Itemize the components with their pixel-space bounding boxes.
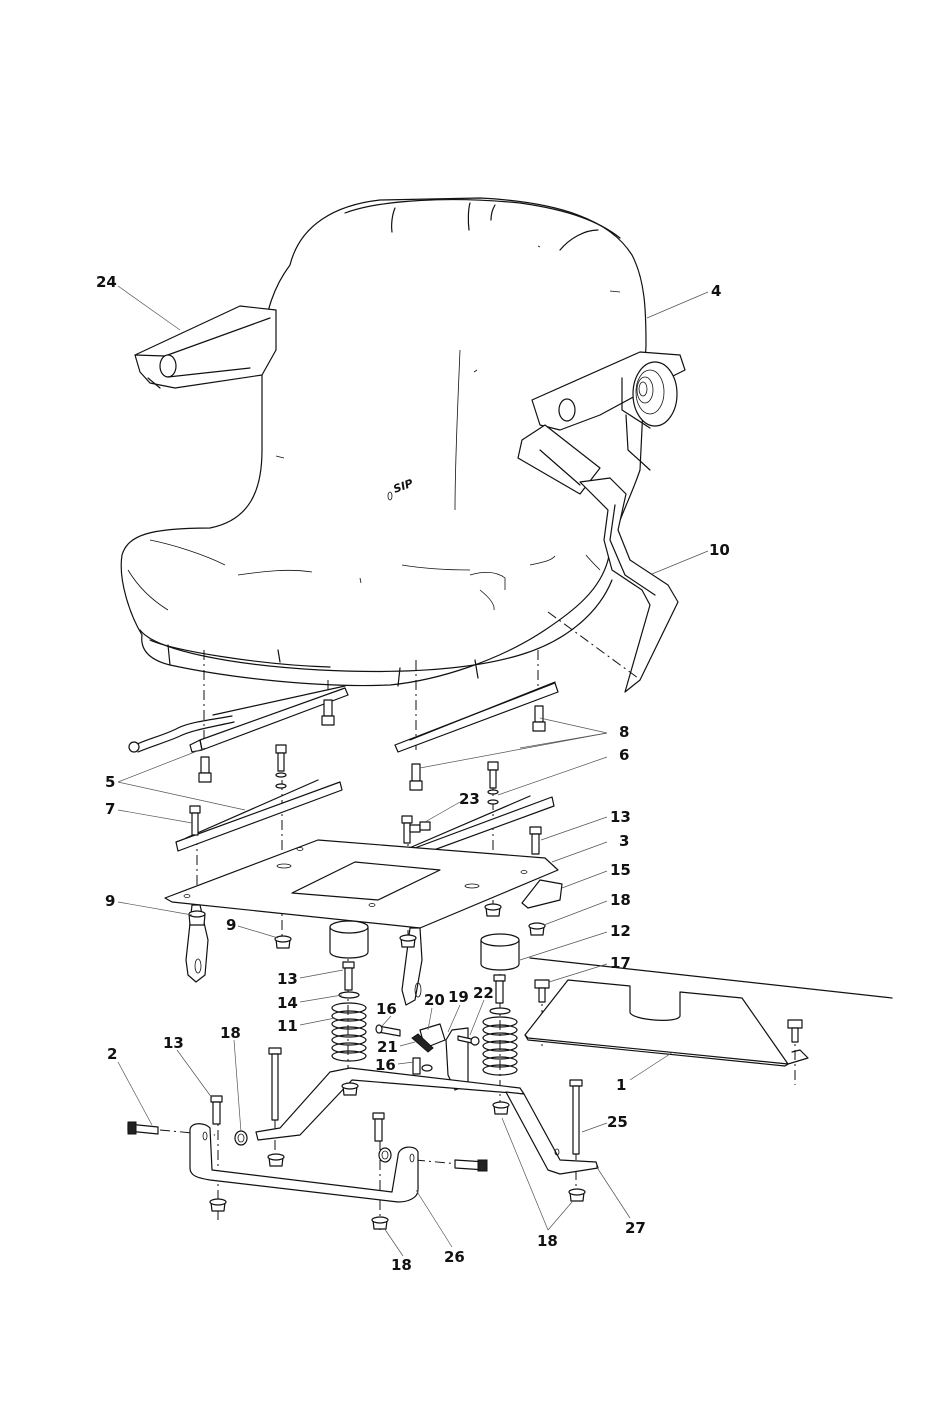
- suspension-linkage: [375, 1023, 480, 1091]
- callout-15: 15: [610, 861, 631, 879]
- callout-18-bottom: 18: [391, 1256, 412, 1274]
- callout-20: 20: [424, 991, 445, 1009]
- callout-13-spring: 13: [277, 970, 298, 988]
- callout-13-frame: 13: [163, 1034, 184, 1052]
- callout-3: 3: [619, 832, 629, 850]
- callout-26: 26: [444, 1248, 465, 1266]
- seat-logo: SIP: [392, 477, 415, 496]
- callout-6: 6: [619, 746, 629, 764]
- callout-9-mid: 9: [226, 916, 236, 934]
- lower-frame: [127, 1047, 599, 1230]
- callout-17: 17: [610, 954, 631, 972]
- callout-2: 2: [107, 1045, 117, 1063]
- callout-21: 21: [377, 1038, 398, 1056]
- seat-shell: SIP: [120, 197, 647, 687]
- callout-labels: 24 4 10 8 6 5 7 23 13 3 15 9 18 9 12 13 …: [96, 273, 730, 1274]
- fasteners: [188, 699, 803, 1043]
- callout-18-right: 18: [537, 1232, 558, 1250]
- spring-units: [329, 920, 520, 1076]
- callout-4: 4: [711, 282, 721, 300]
- callout-18-frame: 18: [220, 1024, 241, 1042]
- callout-11: 11: [277, 1017, 298, 1035]
- callout-7: 7: [105, 800, 115, 818]
- cover-plate: [524, 957, 893, 1067]
- callout-24: 24: [96, 273, 117, 291]
- callout-18-plate: 18: [610, 891, 631, 909]
- callout-14: 14: [277, 994, 298, 1012]
- callout-10: 10: [709, 541, 730, 559]
- upper-rails: [128, 681, 559, 753]
- callout-8: 8: [619, 723, 629, 741]
- callout-25: 25: [607, 1113, 628, 1131]
- callout-19: 19: [448, 988, 469, 1006]
- callout-16-lower: 16: [375, 1056, 396, 1074]
- callout-13-rail: 13: [610, 808, 631, 826]
- callout-1: 1: [616, 1076, 626, 1094]
- left-armrest: [134, 305, 277, 389]
- callout-27: 27: [625, 1219, 646, 1237]
- callout-12: 12: [610, 922, 631, 940]
- callout-5: 5: [105, 773, 115, 791]
- callout-22: 22: [473, 984, 494, 1002]
- leader-lines: [117, 285, 709, 1257]
- callout-9-left: 9: [105, 892, 115, 910]
- assembly-axes: [159, 611, 796, 1230]
- callout-16-upper: 16: [376, 1000, 397, 1018]
- callout-23: 23: [459, 790, 480, 808]
- right-armrest: [517, 351, 686, 693]
